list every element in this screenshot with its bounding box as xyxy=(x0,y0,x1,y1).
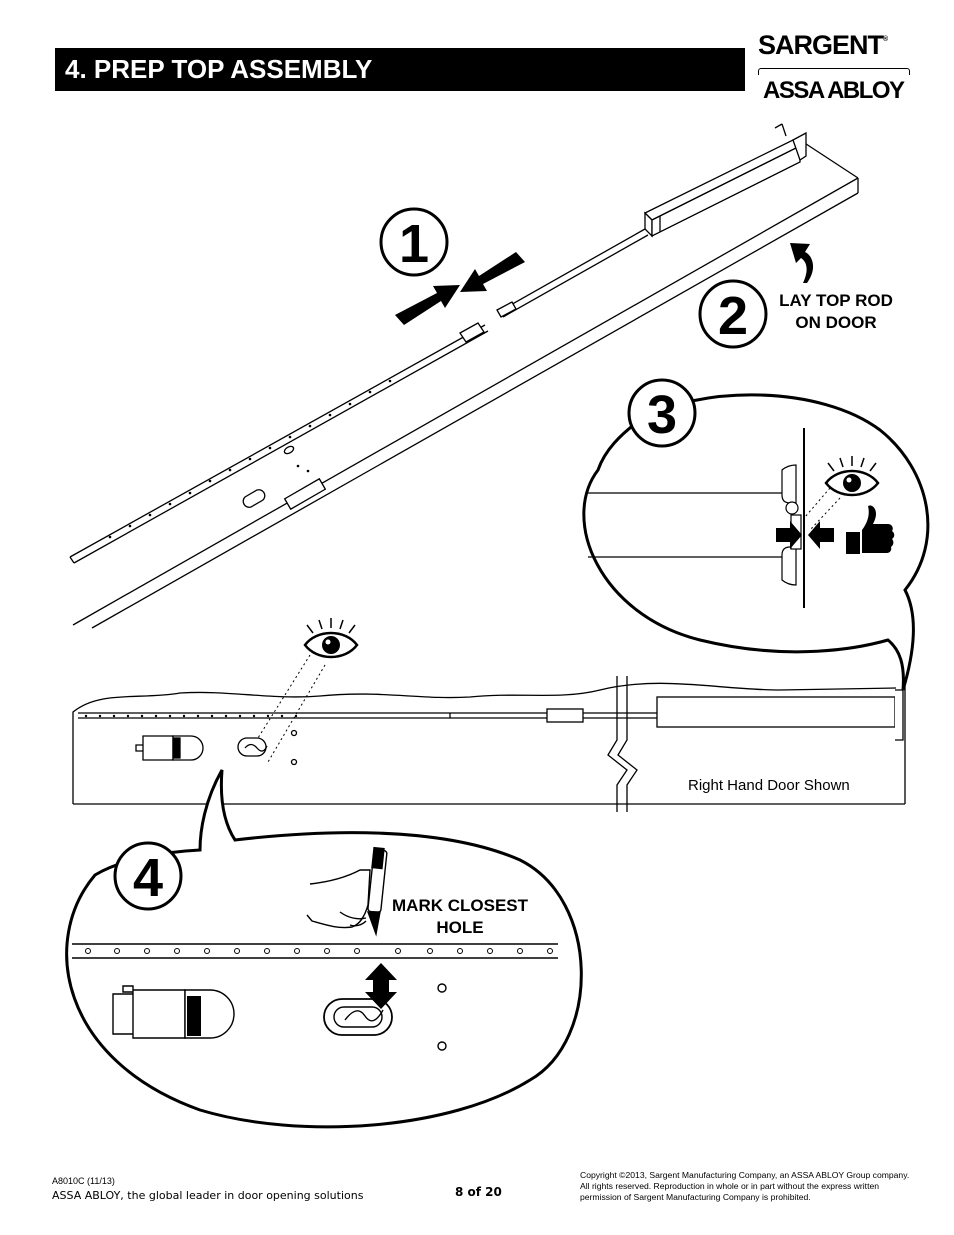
sight-lines xyxy=(257,654,326,763)
curved-arrow-icon xyxy=(790,243,814,283)
logo-sargent: SARGENT xyxy=(758,30,884,60)
step-1-badge: 1 xyxy=(379,207,449,277)
double-arrow-icon xyxy=(365,963,397,1009)
double-arrow-icon xyxy=(395,252,525,325)
door-elevation xyxy=(72,676,906,812)
step-4-instruction: MARK CLOSEST HOLE xyxy=(392,896,528,937)
step-4-badge: 4 xyxy=(113,841,183,911)
step-3-callout xyxy=(582,393,930,691)
top-rod-assembly xyxy=(69,123,859,629)
thumbs-up-icon xyxy=(846,505,895,554)
sight-lines xyxy=(804,487,841,531)
eye-icon xyxy=(303,618,359,659)
marker-pen-icon xyxy=(306,846,388,937)
svg-text:1: 1 xyxy=(399,214,429,274)
document-code: A8010C (11/13) xyxy=(52,1176,115,1186)
svg-text:4: 4 xyxy=(133,848,163,908)
door-hand-caption: Right Hand Door Shown xyxy=(688,777,850,794)
svg-text:3: 3 xyxy=(647,385,677,445)
step-2-badge: 2 xyxy=(698,279,768,349)
page-number: 8 of 20 xyxy=(455,1185,502,1199)
step-3-badge: 3 xyxy=(627,378,697,448)
company-tagline: ASSA ABLOY, the global leader in door op… xyxy=(52,1189,364,1202)
svg-text:2: 2 xyxy=(718,286,748,346)
logo-rule xyxy=(758,68,910,75)
step-2-instruction: LAY TOP ROD ON DOOR xyxy=(779,291,893,332)
step-4-callout xyxy=(65,769,583,1129)
copyright-notice: Copyright ©2013, Sargent Manufacturing C… xyxy=(580,1170,910,1202)
brand-logo: SARGENT® ASSA ABLOY xyxy=(758,30,910,104)
logo-assa-abloy: ASSA ABLOY xyxy=(763,77,905,104)
eye-icon xyxy=(824,456,880,497)
rod-hole-dots xyxy=(84,714,298,718)
page-title: 4. PREP TOP ASSEMBLY xyxy=(55,48,745,91)
